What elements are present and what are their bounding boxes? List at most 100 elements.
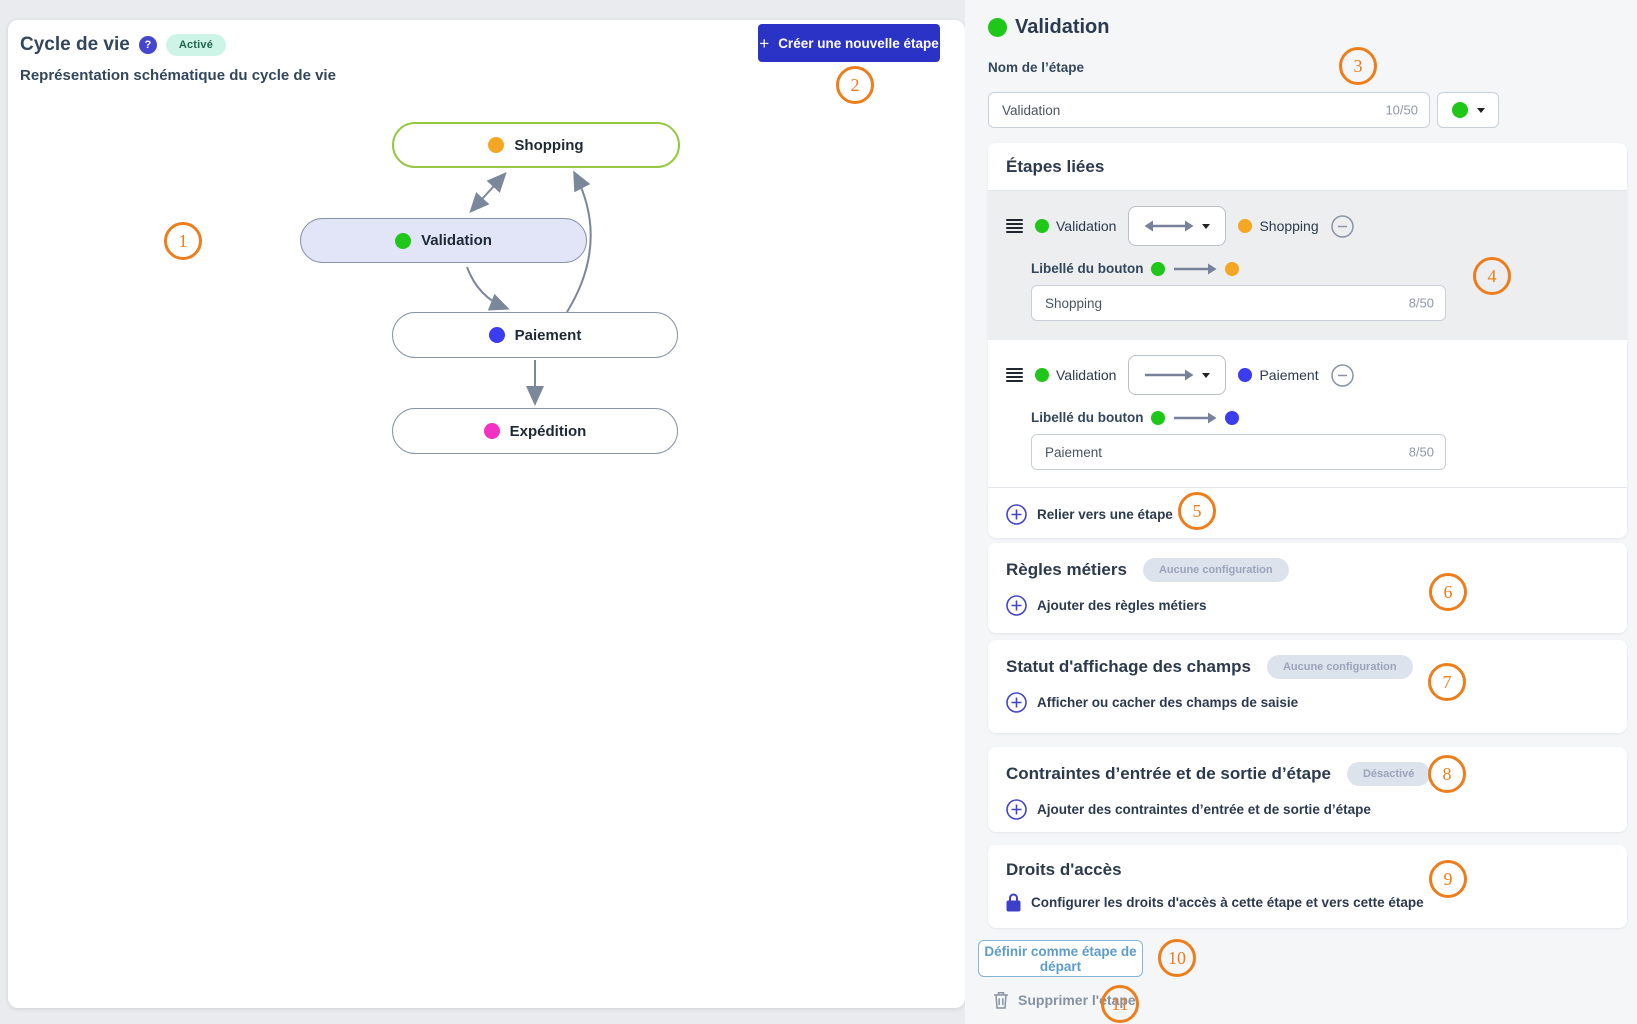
edge-validation-paiement bbox=[466, 266, 510, 311]
to-color-dot bbox=[1225, 410, 1240, 425]
diagram-node-shopping[interactable]: Shopping bbox=[392, 122, 680, 168]
linked-steps-title: Étapes liées bbox=[1006, 157, 1105, 176]
button-label-input[interactable] bbox=[1032, 286, 1445, 320]
plus-icon: + bbox=[759, 33, 770, 53]
add-constraints-label: Ajouter des contraintes d’entrée et de s… bbox=[1037, 802, 1371, 817]
direction-select[interactable] bbox=[1128, 355, 1227, 395]
link-to-chip: Paiement bbox=[1238, 367, 1319, 383]
link-from-chip: Validation bbox=[1035, 367, 1116, 383]
step-title: Validation bbox=[1015, 16, 1110, 38]
button-label-title: Libellé du bouton bbox=[1031, 261, 1144, 276]
toggle-fields-button[interactable]: Afficher ou cacher des champs de saisie bbox=[1006, 692, 1609, 713]
step-header: Validation bbox=[988, 16, 1109, 39]
step-name-label: Nom de l’étape bbox=[988, 60, 1085, 75]
selected-color-dot bbox=[1451, 102, 1468, 118]
configure-access-label: Configurer les droits d'accès à cette ét… bbox=[1031, 895, 1424, 910]
plus-circle-icon bbox=[1006, 595, 1027, 616]
section-contraintes: Contraintes d’entrée et de sortie d’étap… bbox=[988, 747, 1627, 832]
add-link-button[interactable]: Relier vers une étape bbox=[988, 488, 1627, 541]
expedition-color-dot bbox=[483, 423, 500, 439]
node-label: Paiement bbox=[514, 326, 582, 344]
from-color-dot bbox=[1151, 410, 1166, 425]
chevron-down-icon bbox=[1202, 223, 1211, 229]
configure-access-button[interactable]: Configurer les droits d'accès à cette ét… bbox=[1006, 893, 1609, 912]
drag-handle-icon[interactable] bbox=[1006, 219, 1023, 233]
bidirectional-arrow-icon bbox=[1144, 220, 1194, 232]
node-label: Shopping bbox=[514, 136, 584, 154]
button-label-row: Libellé du bouton bbox=[1031, 261, 1609, 276]
config-badge: Aucune configuration bbox=[1142, 558, 1289, 582]
set-start-step-button[interactable]: Définir comme étape de départ bbox=[978, 940, 1143, 977]
add-rules-button[interactable]: Ajouter des règles métiers bbox=[1006, 595, 1609, 616]
step-name-field: 10/50 bbox=[988, 92, 1430, 128]
shopping-color-dot bbox=[488, 137, 505, 153]
diagram-edges bbox=[466, 170, 592, 406]
edge-shopping-validation bbox=[469, 172, 507, 213]
section-title: Droits d'accès bbox=[1006, 860, 1122, 879]
button-label-input[interactable] bbox=[1032, 435, 1445, 469]
from-color-dot bbox=[1035, 219, 1049, 233]
toggle-fields-label: Afficher ou cacher des champs de saisie bbox=[1037, 695, 1299, 710]
chevron-down-icon bbox=[1202, 372, 1211, 378]
arrow-right-icon bbox=[1174, 263, 1217, 274]
status-badge: Activé bbox=[165, 34, 227, 56]
create-step-label: Créer une nouvelle étape bbox=[778, 35, 939, 51]
direction-select[interactable] bbox=[1128, 206, 1227, 246]
help-icon[interactable]: ? bbox=[138, 36, 157, 54]
chevron-down-icon bbox=[1476, 107, 1485, 113]
from-label: Validation bbox=[1056, 218, 1117, 234]
arrow-right-icon bbox=[1145, 369, 1194, 381]
button-label-field: 8/50 bbox=[1031, 285, 1446, 321]
minus-circle-icon bbox=[1330, 363, 1354, 387]
button-label-row: Libellé du bouton bbox=[1031, 410, 1609, 425]
node-label: Expédition bbox=[509, 422, 587, 440]
plus-circle-icon bbox=[1006, 799, 1027, 820]
add-rules-label: Ajouter des règles métiers bbox=[1037, 598, 1207, 613]
step-color-select[interactable] bbox=[1437, 92, 1499, 128]
linked-steps-card: Étapes liées Validation bbox=[988, 143, 1627, 538]
diagram-node-paiement[interactable]: Paiement bbox=[392, 312, 678, 358]
section-regles-metiers: Règles métiers Aucune configuration Ajou… bbox=[988, 543, 1627, 633]
validation-color-dot bbox=[395, 232, 412, 249]
from-label: Validation bbox=[1056, 367, 1117, 383]
section-title: Statut d'affichage des champs bbox=[1006, 657, 1251, 676]
link-from-chip: Validation bbox=[1035, 218, 1116, 234]
add-link-label: Relier vers une étape bbox=[1037, 507, 1173, 522]
to-label: Paiement bbox=[1259, 367, 1319, 383]
node-label: Validation bbox=[421, 232, 492, 249]
arrow-right-icon bbox=[1174, 412, 1217, 423]
section-title: Contraintes d’entrée et de sortie d’étap… bbox=[1006, 764, 1331, 783]
step-name-input[interactable] bbox=[989, 93, 1429, 127]
add-constraints-button[interactable]: Ajouter des contraintes d’entrée et de s… bbox=[1006, 799, 1609, 820]
step-color-dot bbox=[988, 18, 1007, 37]
plus-circle-icon bbox=[1006, 504, 1027, 525]
to-label: Shopping bbox=[1259, 218, 1319, 234]
delete-step-label: Supprimer l'étape bbox=[1018, 992, 1136, 1008]
section-statut-affichage: Statut d'affichage des champs Aucune con… bbox=[988, 640, 1627, 733]
remove-link-button[interactable] bbox=[1330, 214, 1354, 238]
remove-link-button[interactable] bbox=[1330, 363, 1354, 387]
to-color-dot bbox=[1225, 261, 1240, 276]
section-title: Règles métiers bbox=[1006, 560, 1127, 579]
from-color-dot bbox=[1035, 368, 1049, 382]
button-label-field: 8/50 bbox=[1031, 434, 1446, 470]
step-detail-panel: Validation Nom de l’étape 10/50 Étapes l… bbox=[965, 0, 1637, 1024]
diagram-node-expedition[interactable]: Expédition bbox=[392, 408, 678, 454]
trash-icon bbox=[994, 992, 1008, 1009]
lock-icon bbox=[1006, 893, 1021, 912]
linked-step-row: Validation Shopping bbox=[988, 191, 1627, 340]
minus-circle-icon bbox=[1330, 214, 1354, 238]
plus-circle-icon bbox=[1006, 692, 1027, 713]
diagram-node-validation[interactable]: Validation bbox=[300, 218, 587, 263]
lifecycle-panel: Cycle de vie ? Activé Représentation sch… bbox=[8, 20, 965, 1008]
button-label-title: Libellé du bouton bbox=[1031, 410, 1144, 425]
disabled-badge: Désactivé bbox=[1346, 762, 1431, 786]
config-badge: Aucune configuration bbox=[1266, 655, 1413, 679]
create-step-button[interactable]: + Créer une nouvelle étape bbox=[758, 24, 940, 62]
section-droits-acces: Droits d'accès Configurer les droits d'a… bbox=[988, 845, 1627, 928]
link-to-chip: Shopping bbox=[1238, 218, 1319, 234]
lifecycle-header: Cycle de vie ? Activé Représentation sch… bbox=[20, 34, 336, 84]
drag-handle-icon[interactable] bbox=[1006, 368, 1023, 382]
delete-step-button[interactable]: Supprimer l'étape bbox=[993, 991, 1136, 1009]
page-title: Cycle de vie bbox=[20, 34, 130, 55]
